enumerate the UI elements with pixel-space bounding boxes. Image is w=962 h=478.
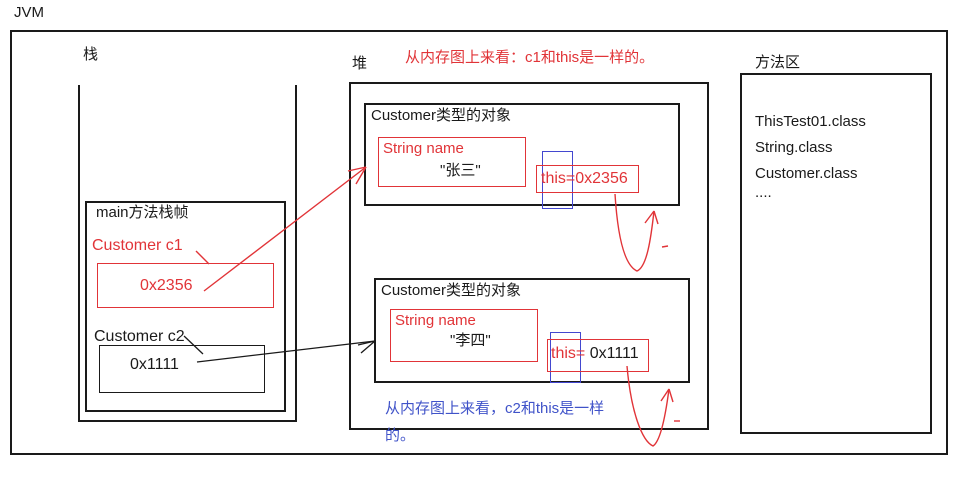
- object2-this-value: 0x1111: [589, 345, 639, 362]
- c1-value: 0x2356: [140, 277, 193, 294]
- c2-value-box: [99, 345, 265, 393]
- method-area-item: ThisTest01.class: [755, 113, 866, 130]
- method-area-item: Customer.class: [755, 165, 858, 182]
- c2-declaration: Customer c2: [94, 328, 185, 345]
- object1-field-decl: String name: [383, 140, 464, 157]
- object2-field-decl: String name: [395, 312, 476, 329]
- object2-title: Customer类型的对象: [381, 282, 522, 299]
- heap-label: 堆: [352, 55, 368, 72]
- heap-bottom-annotation-line2: 的。: [385, 427, 416, 444]
- object2-field-value: "李四": [450, 332, 491, 349]
- object2-field-box: [390, 309, 538, 362]
- jvm-outer-box: [10, 30, 948, 455]
- object2-this-text: this= 0x1111: [551, 344, 639, 364]
- stack-label: 栈: [83, 46, 99, 63]
- page-title: JVM: [14, 4, 44, 21]
- object2-this-box: [547, 339, 649, 372]
- c2-value: 0x1111: [130, 356, 179, 373]
- main-frame-box: [85, 201, 286, 412]
- heap-top-annotation: 从内存图上来看：c1和this是一样的。: [405, 49, 655, 66]
- method-area-box: [740, 73, 932, 434]
- object1-field-value: "张三": [440, 162, 481, 179]
- object1-this-box: [536, 165, 639, 193]
- object1-box: [364, 103, 680, 206]
- object1-title: Customer类型的对象: [371, 107, 512, 124]
- method-area-label: 方法区: [755, 54, 801, 71]
- object1-this-text: this=0x2356: [541, 170, 628, 187]
- object1-this-highlight: [542, 151, 573, 209]
- main-frame-title: main方法栈帧: [96, 204, 189, 221]
- method-area-item: String.class: [755, 139, 833, 156]
- object2-this-label: this=: [551, 345, 586, 362]
- c1-declaration: Customer c1: [92, 237, 183, 254]
- object2-this-highlight: [550, 332, 581, 383]
- object1-field-box: [378, 137, 526, 187]
- object2-box: [374, 278, 690, 383]
- method-area-item: ....: [755, 184, 772, 201]
- heap-bottom-annotation-line1: 从内存图上来看，c2和this是一样: [385, 400, 605, 417]
